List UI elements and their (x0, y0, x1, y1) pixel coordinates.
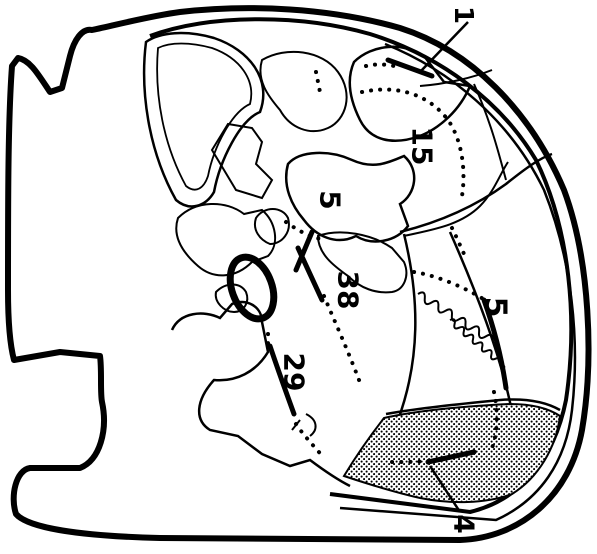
dotted-line-frontal (316, 72, 320, 92)
label-1: 1 (450, 6, 476, 24)
label-29: 29 (279, 353, 307, 392)
leader-line-1 (420, 22, 468, 72)
dural-line-upper (404, 162, 508, 236)
label-15: 15 (407, 127, 435, 166)
dotted-line-15b (366, 65, 394, 67)
mandible (172, 302, 350, 486)
small-hook (292, 414, 316, 436)
stippled-region (344, 404, 560, 502)
dotted-line-29b (296, 424, 324, 458)
falx-line (400, 154, 552, 232)
orbit-inner (157, 44, 251, 190)
ethmoid-region (286, 153, 414, 242)
label-38: 38 (333, 271, 361, 310)
sphenoid-fragment (260, 52, 346, 131)
coronal-line (474, 84, 506, 180)
dotted-line-38 (324, 296, 362, 388)
label-4: 4 (450, 514, 478, 533)
label-5-lower: 5 (479, 297, 509, 318)
pterygoid (255, 209, 289, 244)
condyle-oval (222, 251, 281, 325)
label-5-upper: 5 (316, 190, 344, 209)
nasal-bone (212, 124, 272, 198)
dotted-line-5a (286, 222, 326, 240)
